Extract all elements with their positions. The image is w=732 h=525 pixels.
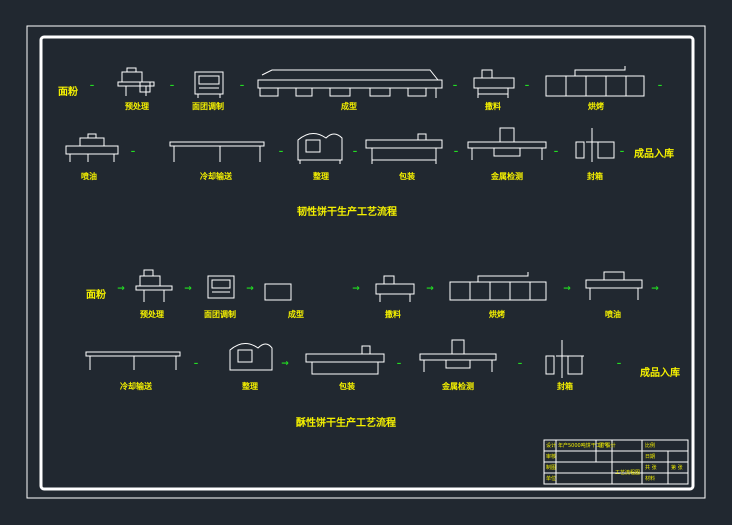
process-b-topping-label: 撒料 <box>385 310 401 319</box>
title-block-sheets-total: 共 张 <box>645 465 657 471</box>
connector: – <box>619 147 625 157</box>
connector: – <box>452 81 458 91</box>
process-a-topping-label: 撒料 <box>485 102 501 111</box>
connector: – <box>89 81 95 91</box>
title-block-drawing-name: 工艺流程图 <box>615 470 641 476</box>
equipment-drawings <box>65 66 645 378</box>
process-b-flour-label: 面粉 <box>86 290 106 301</box>
connector-arrow: → <box>246 284 254 294</box>
title-block-project: 年产5000吨饼干工厂设计 <box>558 443 616 449</box>
inner-frame <box>39 35 695 491</box>
connector-arrow: → <box>563 284 571 294</box>
process-b-warehouse-label: 成品入库 <box>640 368 680 379</box>
sorting-machine-icon <box>297 133 343 164</box>
process-a-dough-mixing-label: 面团调制 <box>192 102 224 111</box>
dough-mixer-icon <box>194 71 224 98</box>
connector-arrow: → <box>117 284 125 294</box>
connector-arrow: → <box>426 284 434 294</box>
connector: – <box>657 81 663 91</box>
process-a-warehouse-label: 成品入库 <box>634 149 674 160</box>
title-block-review: 审核 <box>546 454 557 460</box>
process-b-packaging-label: 包装 <box>339 382 355 391</box>
connector: – <box>553 147 559 157</box>
connector: – <box>352 147 358 157</box>
sorting-machine-b-icon <box>229 343 273 371</box>
title-block-scale: 比例 <box>645 443 656 449</box>
title-block-draft: 制图 <box>546 465 557 471</box>
connector: – <box>524 81 530 91</box>
connector-arrow: → <box>651 284 659 294</box>
title-block-sheet-no: 第 张 <box>671 465 683 471</box>
topping-machine-icon <box>473 69 515 98</box>
process-a-pretreatment-label: 预处理 <box>125 102 149 111</box>
case-sealer-b-icon <box>545 340 584 378</box>
forming-line-icon <box>257 69 443 98</box>
cooling-conveyor-icon <box>169 141 265 162</box>
process-a-flour-label: 面粉 <box>58 87 78 98</box>
metal-detector-b-icon <box>419 339 497 372</box>
process-b-sorting-label: 整理 <box>242 382 258 391</box>
oil-sprayer-icon <box>65 133 119 162</box>
connector: – <box>169 81 175 91</box>
packaging-machine-b-icon <box>305 345 385 375</box>
oil-sprayer-b-icon <box>585 271 643 300</box>
title-block-date: 日期 <box>645 454 656 460</box>
connector: – <box>453 147 459 157</box>
connector: – <box>396 359 402 369</box>
process-a-packaging-label: 包装 <box>399 172 415 181</box>
dough-mixer-b-icon <box>207 275 235 299</box>
process-a-baking-label: 烘烤 <box>588 102 604 111</box>
case-sealer-icon <box>575 128 615 162</box>
process-a-oil-spray-label: 喷油 <box>81 172 97 181</box>
title-block-unit: 单位 <box>546 476 557 482</box>
process-b-oil-spray-label: 喷油 <box>605 310 621 319</box>
process-a-metal-detection-label: 金属检测 <box>491 172 523 181</box>
title-block-material: 材料 <box>645 476 656 482</box>
process-b-cooling-label: 冷却输送 <box>120 382 152 391</box>
connector-arrow: → <box>352 284 360 294</box>
forming-machine-b-icon <box>264 283 292 301</box>
connector: – <box>193 359 199 369</box>
process-a-cooling-label: 冷却输送 <box>200 172 232 181</box>
metal-detector-icon <box>467 127 547 160</box>
title-block-design: 设计 <box>546 443 557 449</box>
connector: – <box>239 81 245 91</box>
outer-frame <box>26 25 706 499</box>
connector: – <box>517 359 523 369</box>
process-a-title: 韧性饼干生产工艺流程 <box>297 207 397 218</box>
process-b-pretreatment-label: 预处理 <box>140 310 164 319</box>
pretreatment-machine-b-icon <box>135 269 173 302</box>
title-block-fig-no: 图号 <box>599 443 610 449</box>
process-a-sorting-label: 整理 <box>313 172 329 181</box>
packaging-machine-icon <box>365 133 443 164</box>
process-b-title: 酥性饼干生产工艺流程 <box>296 418 396 429</box>
connector: – <box>130 147 136 157</box>
connector-arrow: → <box>281 359 289 369</box>
process-a-forming-label: 成型 <box>341 102 357 111</box>
connector: – <box>616 359 622 369</box>
pretreatment-machine-icon <box>117 67 155 96</box>
baking-oven-icon <box>545 66 645 97</box>
process-b-forming-label: 成型 <box>288 310 304 319</box>
process-b-baking-label: 烘烤 <box>489 310 505 319</box>
process-b-case-sealing-label: 封箱 <box>557 382 573 391</box>
title-block-grid <box>543 439 689 485</box>
baking-oven-b-icon <box>449 272 547 301</box>
topping-machine-b-icon <box>375 275 415 302</box>
connector: – <box>278 147 284 157</box>
process-a-case-sealing-label: 封箱 <box>587 172 603 181</box>
cooling-conveyor-b-icon <box>85 351 181 370</box>
connector-arrow: → <box>184 284 192 294</box>
process-b-metal-detection-label: 金属检测 <box>442 382 474 391</box>
process-b-dough-mixing-label: 面团调制 <box>204 310 236 319</box>
